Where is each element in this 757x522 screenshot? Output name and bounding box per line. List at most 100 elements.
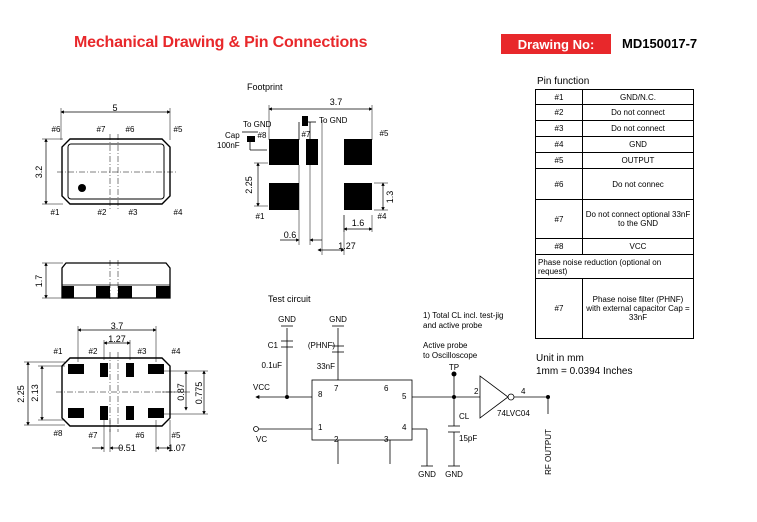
bottom-dim-bottom-right: 1.07 [168,443,186,453]
footprint-dim-right: 1.3 [385,191,395,204]
pin-cell: #4 [535,136,583,153]
tc-pin2: 2 [334,435,339,444]
top-pin-label: #5 [174,125,183,134]
top-pin-label: #6 [126,125,135,134]
pin-cell: #1 [535,89,583,105]
function-cell: GND/N.C. [582,89,694,105]
tc-probe-line2: to Oscilloscope [423,351,478,360]
tc-pin7: 7 [334,384,339,393]
bottom-pin-label: #5 [172,431,181,440]
table-row: #8 VCC [535,238,694,255]
footprint-pin4: #4 [378,212,387,221]
footprint-dim-bottom-right: 1.27 [338,241,356,251]
tc-pin8: 8 [318,390,323,399]
tc-pin4: 4 [402,423,407,432]
footprint-pin8: #8 [258,131,267,140]
units-note: Unit in mm 1mm = 0.0394 Inches [536,352,632,378]
table-row: #7 Phase noise filter (PHNF) with extern… [535,278,694,339]
tc-phnf: (PHNF) [308,341,335,350]
pin-cell: #7 [535,199,583,239]
tc-rf-output: RF OUTPUT [544,429,553,475]
footprint-title: Footprint [247,82,283,92]
footprint-dim-left: 2.25 [244,176,254,194]
tc-buf-out: 4 [521,387,526,396]
bottom-dim-bottom-inner: 0.51 [118,443,136,453]
drawing-number: MD150017-7 [622,36,698,51]
tc-gnd2: GND [329,315,347,324]
bottom-view-pads [68,363,164,420]
tc-tp: TP [449,363,459,372]
function-cell: Do not connec [582,168,694,200]
top-pin-label: #2 [98,208,107,217]
pin-cell: #2 [535,104,583,121]
tc-note1-line1: 1) Total CL incl. test-jig [423,311,503,320]
table-row: #6 Do not connec [535,168,694,200]
footprint-pin7: #7 [302,130,311,139]
page-title: Mechanical Drawing & Pin Connections [74,34,368,51]
footprint-dim-pad: 1.6 [352,218,365,228]
tc-c1-value: 0.1uF [262,361,283,370]
pin-cell: #7 [535,278,583,339]
top-pin-label: #3 [129,208,138,217]
tc-note1-line2: and active probe [423,321,483,330]
bottom-pin-label: #1 [54,347,63,356]
tc-pin3: 3 [384,435,389,444]
test-circuit [253,325,549,467]
footprint-dim-top: 3.7 [330,97,343,107]
bottom-pin-label: #3 [138,347,147,356]
tc-gnd1: GND [278,315,296,324]
footprint-pin5: #5 [380,129,389,138]
function-cell: GND [582,136,694,153]
tc-phnf-value: 33nF [317,362,335,371]
bottom-dim-left-inner: 2.13 [30,384,40,402]
pin-cell: #5 [535,152,583,169]
top-pin-label: #6 [52,125,61,134]
tc-gnd4: GND [445,470,463,479]
table-row: #5 OUTPUT [535,152,694,169]
footprint-cap-value: 100nF [217,141,240,150]
tc-gnd3: GND [418,470,436,479]
tc-probe-line1: Active probe [423,341,468,350]
table-row: #2 Do not connect [535,104,694,121]
bottom-dim-left-outer: 2.25 [16,385,26,403]
bottom-pin-label: #4 [172,347,181,356]
pin-function-table: #1 GND/N.C. #2 Do not connect #3 Do not … [535,89,694,339]
side-height-dim: 1.7 [34,275,44,288]
tc-pin1: 1 [318,423,323,432]
bottom-view [24,326,208,452]
top-pin-label: #1 [51,208,60,217]
footprint-to-gnd-left: To GND [243,120,272,129]
top-height-dim: 3.2 [34,166,44,179]
bottom-dim-top-outer: 3.7 [111,321,124,331]
table-row: Phase noise reduction (optional on reque… [535,254,694,279]
top-view [42,108,176,209]
top-pin-label: #4 [174,208,183,217]
footprint-pin1: #1 [256,212,265,221]
side-view-pads [62,286,170,298]
tc-buffer: 74LVC04 [497,409,530,418]
function-cell: Do not connect [582,120,694,137]
tc-buf-in: 2 [474,387,479,396]
top-width-dim: 5 [112,103,117,113]
function-cell: Phase noise filter (PHNF) with external … [582,278,694,339]
footprint-pads [247,116,372,210]
drawing-number-label: Drawing No: [501,34,611,54]
pin-cell: #3 [535,120,583,137]
function-cell: Do not connect [582,104,694,121]
tc-pin5: 5 [402,392,407,401]
pin-function-title: Pin function [537,76,590,87]
test-circuit-nodes [285,371,550,399]
tc-cl-value: 15pF [459,434,477,443]
table-row: #3 Do not connect [535,120,694,137]
footprint-dim-bottom-left: 0.6 [284,230,297,240]
bottom-dim-right-outer: 0.775 [194,382,204,405]
tc-c1: C1 [268,341,279,350]
bottom-dim-top-inner: 1.27 [108,334,126,344]
table-row: #7 Do not connect optional 33nF to the G… [535,199,694,239]
phase-noise-heading: Phase noise reduction (optional on reque… [535,254,694,279]
test-circuit-title: Test circuit [268,294,311,304]
tc-vc: VC [256,435,267,444]
bottom-pin-label: #8 [54,429,63,438]
units-line1: Unit in mm [536,353,584,364]
footprint-to-gnd-right: To GND [319,116,348,125]
